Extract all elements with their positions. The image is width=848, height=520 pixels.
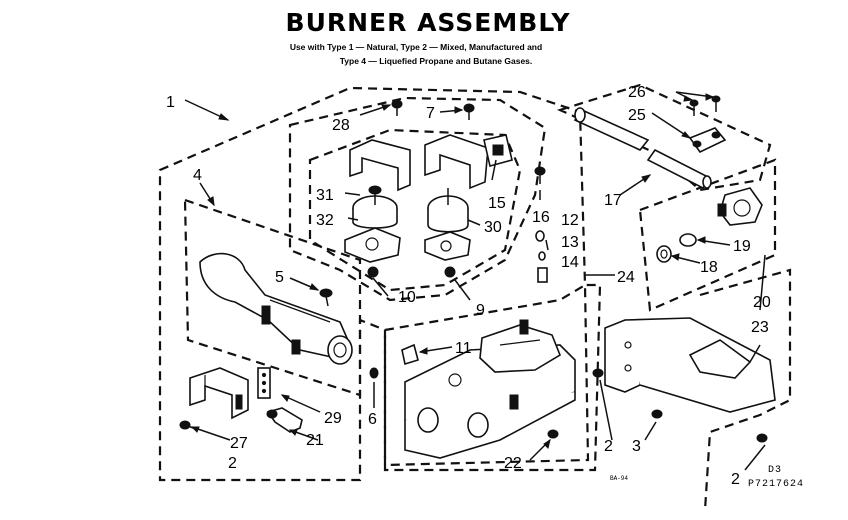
subtitle-line-1: Use with Type 1 — Natural, Type 2 — Mixe… xyxy=(290,42,542,52)
callout-16: 16 xyxy=(532,209,550,226)
callout-12: 12 xyxy=(561,212,579,229)
callout-4: 4 xyxy=(193,167,202,184)
callout-2-right: 2 xyxy=(731,471,740,488)
screw-28 xyxy=(391,99,403,116)
callout-2-left: 2 xyxy=(228,455,237,472)
screws-26 xyxy=(689,95,721,116)
callout-29: 29 xyxy=(324,410,342,427)
mounting-bracket-23 xyxy=(604,317,776,413)
callout-23: 23 xyxy=(751,319,769,336)
orifice-fitting xyxy=(717,187,763,226)
nut-9 xyxy=(444,266,456,278)
callout-22: 22 xyxy=(504,455,522,472)
nut-10 xyxy=(367,266,379,278)
outline-thermostat-group xyxy=(288,96,547,302)
code-d3: D3 xyxy=(768,465,782,476)
callout-11: 11 xyxy=(455,340,472,357)
part-6 xyxy=(369,367,379,379)
callout-18: 18 xyxy=(700,259,718,276)
callout-labels: 1 4 5 28 7 31 32 30 15 16 12 13 14 24 10… xyxy=(166,84,771,488)
leader-lines xyxy=(184,91,766,471)
callout-31: 31 xyxy=(316,187,334,204)
part-11 xyxy=(401,343,419,366)
screw-22 xyxy=(547,429,559,439)
plate-29 xyxy=(257,367,271,399)
orifice-18 xyxy=(656,245,672,263)
cover-15 xyxy=(483,134,513,167)
callout-17: 17 xyxy=(604,192,622,209)
callout-1: 1 xyxy=(166,94,175,111)
screw-2-middle xyxy=(592,368,604,378)
callout-21: 21 xyxy=(306,432,324,449)
callout-28: 28 xyxy=(332,117,350,134)
bracket-right-top xyxy=(424,134,489,190)
outline-valve-group xyxy=(383,283,590,467)
sensor-31-32 xyxy=(344,185,401,263)
outline-inner-bracket-group xyxy=(308,128,522,292)
callout-19: 19 xyxy=(733,238,751,255)
bracket-left-top xyxy=(349,139,411,192)
outline-burner-group xyxy=(183,198,362,397)
burner-tube xyxy=(199,252,353,365)
callout-9: 9 xyxy=(476,302,485,319)
callout-7: 7 xyxy=(426,105,435,122)
callout-32: 32 xyxy=(316,212,334,229)
callout-15: 15 xyxy=(488,195,506,212)
page-title: BURNER ASSEMBLY xyxy=(286,8,571,37)
screw-7 xyxy=(463,103,475,120)
parts-12-14 xyxy=(535,230,548,283)
callout-6: 6 xyxy=(368,411,377,428)
callout-25: 25 xyxy=(628,107,646,124)
outline-main-assembly xyxy=(158,86,602,482)
callout-2-middle: 2 xyxy=(604,438,613,455)
bracket-27 xyxy=(189,367,249,420)
callout-10: 10 xyxy=(398,289,416,306)
clamp-25 xyxy=(688,127,727,154)
clip-21 xyxy=(266,407,303,433)
subtitle-line-2: Type 4 — Liquefied Propane and Butane Ga… xyxy=(340,56,533,66)
small-mark: BA-94 xyxy=(610,475,628,482)
screw-2-right xyxy=(756,433,768,443)
callout-27: 27 xyxy=(230,435,248,452)
callout-5: 5 xyxy=(275,269,284,286)
outline-orifice-group xyxy=(638,158,777,312)
screw-16 xyxy=(534,166,546,184)
orifice-19 xyxy=(679,233,697,247)
screw-3 xyxy=(651,409,663,419)
screw-5 xyxy=(319,288,333,307)
callout-20: 20 xyxy=(753,294,771,311)
outline-bracket-group xyxy=(699,268,792,511)
callout-30: 30 xyxy=(484,219,502,236)
manifold-tube-upper xyxy=(573,107,650,151)
callout-26: 26 xyxy=(628,84,646,101)
sensor-30 xyxy=(424,188,471,261)
callout-14: 14 xyxy=(561,254,579,271)
callout-24: 24 xyxy=(617,269,635,286)
gas-valve-body xyxy=(404,319,576,459)
manifold-tube-17 xyxy=(646,148,712,190)
outline-manifold-group xyxy=(556,83,772,192)
code-part-number: P7217624 xyxy=(748,479,804,490)
callout-3: 3 xyxy=(632,438,641,455)
callout-13: 13 xyxy=(561,234,579,251)
